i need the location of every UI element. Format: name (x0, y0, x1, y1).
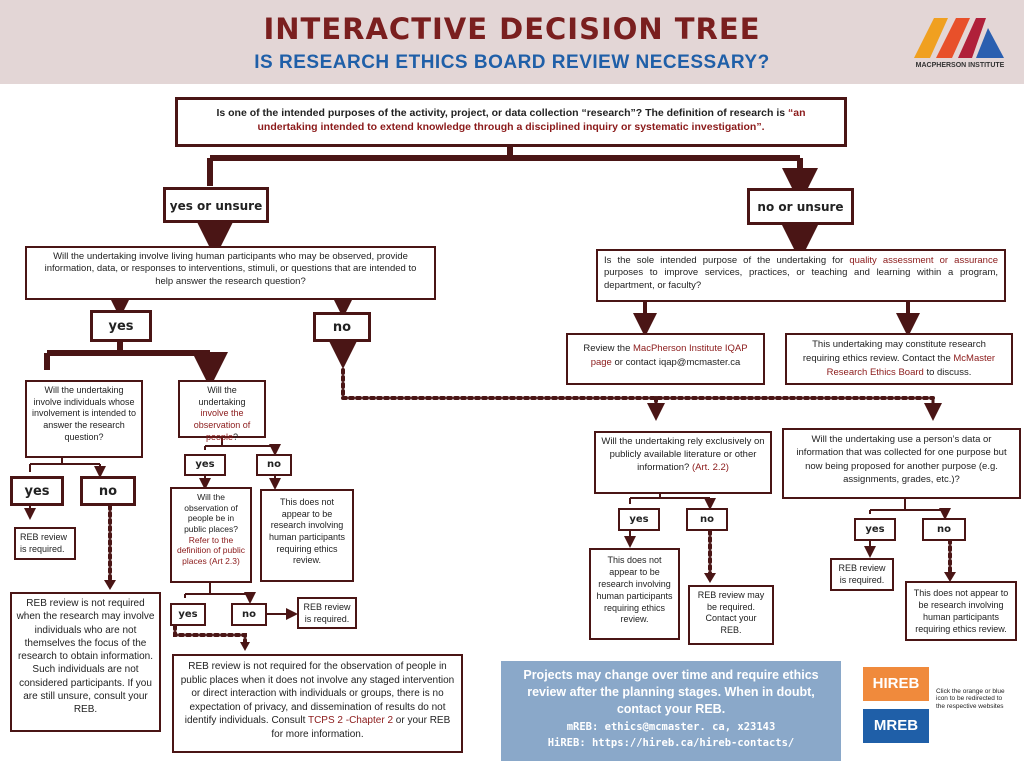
focus-yes: yes (10, 476, 64, 506)
root-question-text: Is one of the intended purposes of the a… (216, 107, 786, 119)
observation-question-mark: ? (233, 431, 239, 442)
public-info-yes: yes (618, 508, 660, 531)
constitute-research-text: This undertaking may constitute research… (802, 339, 986, 364)
publicly-available-question-text: Will the undertaking rely exclusively on… (601, 436, 765, 473)
mreb-button[interactable]: MREB (863, 709, 929, 743)
reb-not-required-focus: REB review is not required when the rese… (10, 592, 161, 732)
publicly-available-question: Will the undertaking rely exclusively on… (594, 431, 772, 494)
constitute-research-box: This undertaking may constitute research… (785, 333, 1013, 385)
human-no: no (313, 312, 371, 342)
mreb-contact: mREB: ethics@mcmaster. ca, x23143 (566, 720, 776, 733)
reb-may-be-required: REB review may be required. Contact your… (688, 585, 774, 645)
macpherson-logo-icon (914, 18, 1004, 58)
public-no: no (231, 603, 267, 626)
reb-required-focus: REB review is required. (14, 527, 76, 560)
reb-required-secondary: REB review is required. (830, 558, 894, 591)
quality-assurance-question-text: Is the sole intended purpose of the unde… (604, 255, 844, 266)
iqap-page-link: MacPherson Institute IQAP page (590, 343, 748, 368)
iqap-box: Review the MacPherson Institute IQAP pag… (566, 333, 765, 385)
not-research-public-info: This does not appear to be research invo… (589, 548, 680, 640)
click-instruction: Click the orange or blue icon to be redi… (936, 688, 1005, 710)
public-places-question-text: Will the observation of people be in pub… (184, 492, 238, 534)
reb-required-public: REB review is required. (297, 597, 357, 629)
hireb-contact: HiREB: https://hireb.ca/hireb-contacts/ (547, 736, 795, 749)
public-yes: yes (170, 603, 206, 626)
focus-question: Will the undertaking involve individuals… (25, 380, 143, 458)
page-title: INTERACTIVE DECISION TREE (263, 12, 761, 46)
reb-not-required-public-tail: or your REB for more information. (271, 715, 451, 740)
branch-yes-or-unsure: yes or unsure (163, 187, 269, 223)
quality-assurance-link: quality assessment or assurance (849, 255, 998, 266)
secondary-no: no (922, 518, 966, 541)
hireb-button[interactable]: HIREB (863, 667, 929, 701)
reb-not-required-public: REB review is not required for the obser… (172, 654, 463, 753)
quality-assurance-question-tail: purposes to improve services, practices,… (604, 267, 998, 291)
human-participants-question: Will the undertaking involve living huma… (25, 246, 436, 300)
branch-no-or-unsure: no or unsure (747, 188, 854, 225)
human-yes: yes (90, 310, 152, 342)
header-band (0, 0, 1024, 84)
page-subtitle: IS RESEARCH ETHICS BOARD REVIEW NECESSAR… (254, 52, 770, 73)
public-places-question: Will the observation of people be in pub… (170, 487, 252, 583)
logo-text: MACPHERSON INSTITUTE (915, 62, 1005, 69)
ethics-note: Projects may change over time and requir… (501, 661, 841, 761)
ethics-note-text: Projects may change over time and requir… (523, 668, 819, 716)
research-definition: “an undertaking intended to extend knowl… (257, 107, 806, 133)
observe-no: no (256, 454, 292, 476)
quality-assurance-question: Is the sole intended purpose of the unde… (596, 249, 1006, 302)
mcmaster-reb-link: McMaster Research Ethics Board (826, 352, 996, 378)
reb-not-required-public-text: REB review is not required for the obser… (180, 661, 455, 726)
secondary-use-question: Will the undertaking use a person’s data… (782, 428, 1021, 499)
public-info-no: no (686, 508, 728, 531)
observation-of-people-link: involve the observation of people (193, 408, 251, 442)
observation-question-text: Will the undertaking (198, 385, 246, 407)
iqap-contact: or contact iqap@mcmaster.ca (614, 356, 741, 368)
public-places-definition-link: Refer to the definition of public places… (176, 534, 246, 566)
observation-question: Will the undertaking involve the observa… (178, 380, 266, 442)
root-question: Is one of the intended purposes of the a… (175, 97, 847, 147)
focus-no: no (80, 476, 136, 506)
tcps2-chapter2-link: TCPS 2 -Chapter 2 (307, 715, 394, 726)
observe-yes: yes (184, 454, 226, 476)
not-research-observation: This does not appear to be research invo… (260, 489, 354, 582)
iqap-text: Review the (583, 343, 631, 354)
secondary-yes: yes (854, 518, 896, 541)
constitute-research-tail: to discuss. (926, 366, 972, 378)
art-2-2-link: (Art. 2.2) (691, 461, 729, 473)
not-research-secondary: This does not appear to be research invo… (905, 581, 1017, 641)
